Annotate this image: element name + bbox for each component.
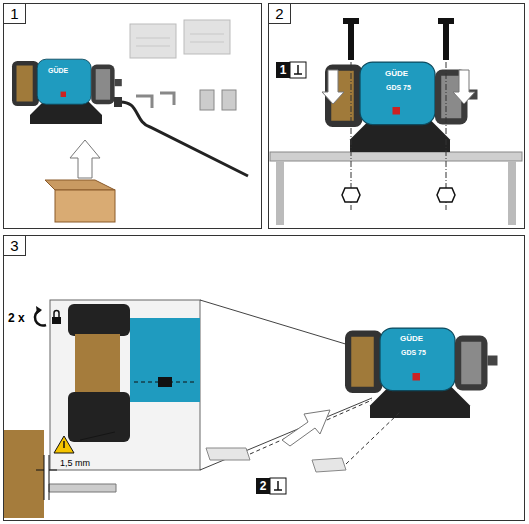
step-number: 2 xyxy=(269,4,291,24)
down-arrow xyxy=(453,70,475,104)
bench-leg xyxy=(508,161,516,225)
flex-shaft xyxy=(118,102,248,176)
label: GÜDE xyxy=(385,70,408,78)
screw xyxy=(438,18,454,24)
plug xyxy=(114,97,122,107)
wheel-guard xyxy=(68,392,130,442)
tool-rest xyxy=(200,90,214,110)
warning-sign xyxy=(63,441,65,448)
dimension-line xyxy=(44,455,49,500)
assembly-line xyxy=(250,400,400,464)
assembly-arrow xyxy=(282,410,330,446)
tool-rest xyxy=(49,484,116,492)
bench-grinder xyxy=(345,328,498,418)
box-flap xyxy=(45,180,115,190)
grinding-wheel xyxy=(4,430,44,518)
step-tag xyxy=(256,478,270,494)
detail-view xyxy=(50,300,200,470)
label: GÜDE xyxy=(400,335,423,343)
screw xyxy=(343,18,359,24)
tool-rest xyxy=(206,448,250,460)
bracket xyxy=(136,93,174,108)
down-arrow xyxy=(322,70,344,104)
lock-icon xyxy=(54,311,59,318)
screw xyxy=(348,24,354,60)
motor-housing xyxy=(130,318,200,402)
shield-grid xyxy=(136,34,224,46)
label: GÜDE xyxy=(48,67,68,74)
tool-rest xyxy=(222,90,236,110)
step-panel: 1 xyxy=(3,3,262,229)
step-tag xyxy=(276,62,290,78)
cardboard-box xyxy=(55,190,115,222)
bench-grinder xyxy=(325,62,478,152)
leader-line xyxy=(80,300,372,470)
eye-shield xyxy=(130,24,176,58)
step-number: 3 xyxy=(4,236,26,256)
label: GDS 75 xyxy=(401,349,426,356)
dimension-arrow xyxy=(36,470,57,471)
tool-icon xyxy=(290,62,306,78)
center-line xyxy=(351,40,446,210)
label: 1 xyxy=(276,64,290,76)
label: 1,5 mm xyxy=(60,459,90,468)
step-panel: 2 xyxy=(268,3,525,229)
grinding-wheel xyxy=(75,334,120,392)
step-panel: 3 xyxy=(3,235,525,521)
lock-icon xyxy=(52,317,61,324)
bench-leg xyxy=(276,161,284,225)
label: 2 xyxy=(256,480,270,492)
wheel-guard xyxy=(68,304,130,336)
up-arrow xyxy=(70,140,100,178)
eye-shield xyxy=(184,20,230,54)
nut xyxy=(437,188,455,202)
screw xyxy=(158,377,172,387)
bench-grinder xyxy=(12,59,122,124)
workbench xyxy=(270,152,522,161)
step-number: 1 xyxy=(4,4,26,24)
tool-icon xyxy=(270,478,286,494)
rotate-icon xyxy=(35,310,46,326)
rotate-icon xyxy=(36,306,42,314)
label: 2 x xyxy=(8,312,25,324)
tool-rest xyxy=(312,458,346,472)
nut xyxy=(342,188,360,202)
warning-sign xyxy=(54,436,74,453)
tool-icon xyxy=(294,65,302,74)
label: GDS 75 xyxy=(386,84,411,91)
screw xyxy=(443,24,449,60)
tool-icon xyxy=(274,481,282,490)
